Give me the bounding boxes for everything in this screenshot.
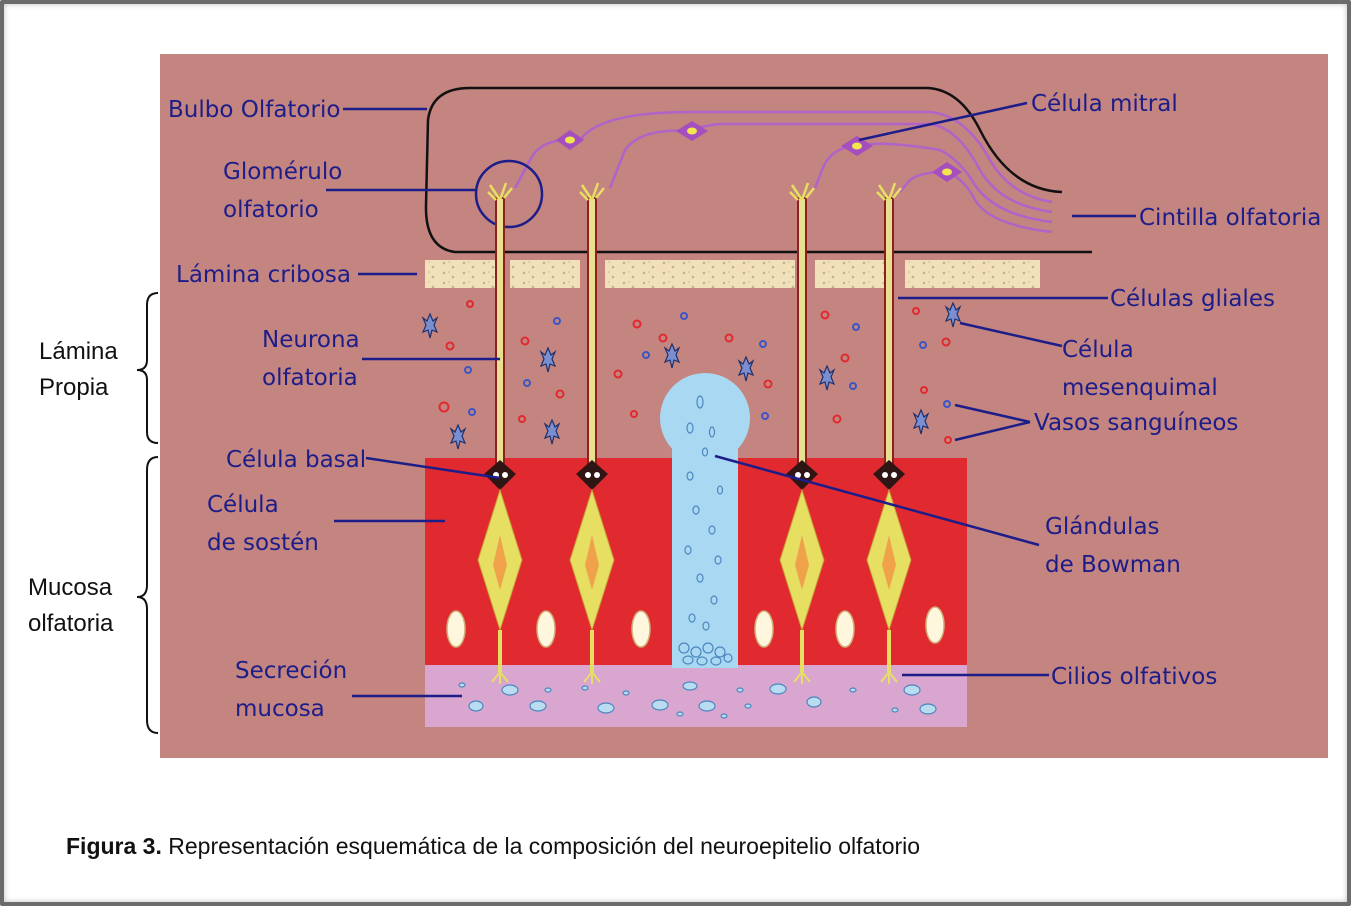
- side-label-mucosa: Mucosa: [28, 574, 113, 601]
- label-celula-sosten-2: de sostén: [207, 530, 319, 556]
- bowman-gland: [660, 373, 750, 668]
- lamina-cribosa: [425, 260, 1040, 288]
- label-neurona-1: Neurona: [262, 327, 360, 353]
- label-celula-basal: Célula basal: [226, 447, 366, 473]
- side-label-lamina: Lámina: [39, 338, 118, 365]
- label-celula-sosten-1: Célula: [207, 492, 279, 518]
- label-lamina-cribosa: Lámina cribosa: [176, 262, 351, 288]
- label-vasos-sanguineos: Vasos sanguíneos: [1034, 410, 1238, 436]
- label-celula-mitral: Célula mitral: [1031, 91, 1178, 117]
- label-neurona-2: olfatoria: [262, 365, 358, 391]
- label-cilios-olfativos: Cilios olfativos: [1051, 664, 1217, 690]
- label-secrecion-2: mucosa: [235, 696, 325, 722]
- brace-mucosa-olfatoria: [137, 457, 158, 733]
- label-glomerulo-2: olfatorio: [223, 197, 319, 223]
- mucus-layer: [425, 665, 967, 727]
- label-glandulas-bowman-1: Glándulas: [1045, 514, 1160, 540]
- label-secrecion-1: Secreción: [235, 658, 347, 684]
- caption-figure-number: Figura 3.: [66, 833, 162, 859]
- caption-text: Representación esquemática de la composi…: [162, 833, 920, 859]
- brace-lamina-propia: [137, 293, 158, 443]
- label-celula-mesenquimal-2: mesenquimal: [1062, 375, 1218, 401]
- label-glandulas-bowman-2: de Bowman: [1045, 552, 1181, 578]
- label-glomerulo-1: Glomérulo: [223, 159, 342, 185]
- label-bulbo-olfatorio: Bulbo Olfatorio: [168, 97, 340, 123]
- label-celula-mesenquimal-1: Célula: [1062, 337, 1134, 363]
- label-cintilla-olfatoria: Cintilla olfatoria: [1139, 205, 1321, 231]
- label-celulas-gliales: Células gliales: [1110, 286, 1275, 312]
- side-label-propia: Propia: [39, 374, 109, 401]
- side-label-olfatoria: olfatoria: [28, 610, 114, 637]
- figure-caption: Figura 3. Representación esquemática de …: [66, 833, 920, 860]
